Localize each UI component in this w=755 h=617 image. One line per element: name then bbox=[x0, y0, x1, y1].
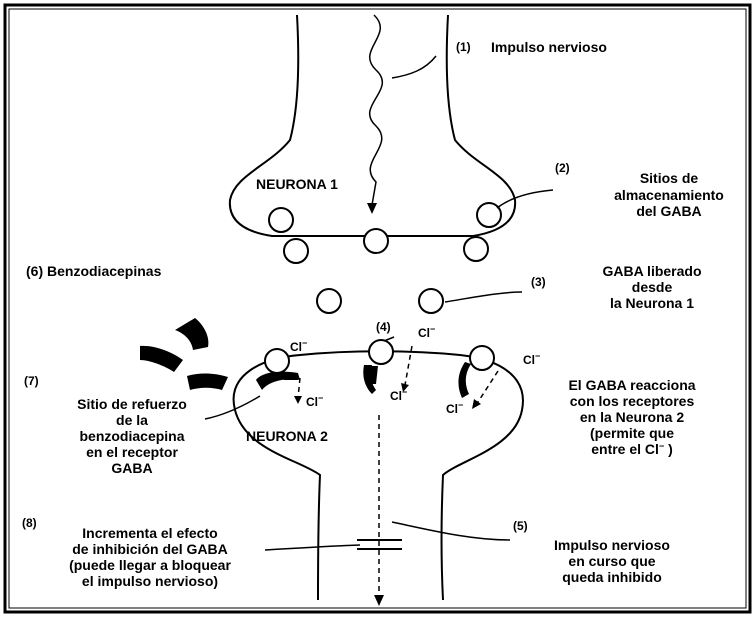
label-1-number: (1) bbox=[456, 40, 471, 54]
label-6: (6) Benzodiacepinas bbox=[26, 263, 162, 279]
label-3-line1: GABA liberado bbox=[602, 263, 701, 279]
leader-line-4 bbox=[384, 337, 394, 341]
leader-line-7 bbox=[205, 396, 260, 419]
benzodiazepine-icon bbox=[140, 346, 183, 372]
released-gaba bbox=[317, 289, 341, 313]
label-5-line3: queda inhibido bbox=[562, 569, 662, 585]
chloride-ion-label: Cl− bbox=[446, 400, 463, 416]
released-gaba bbox=[419, 289, 443, 313]
label-7-line4: en el receptor bbox=[86, 444, 178, 460]
label-2-line2: almacenamiento bbox=[614, 187, 724, 203]
receptor-center bbox=[363, 340, 393, 394]
neuron-2-label: NEURONA 2 bbox=[246, 428, 328, 444]
label-2-line3: del GABA bbox=[636, 203, 701, 219]
chloride-ion-label: Cl− bbox=[418, 324, 435, 340]
label-5-number: (5) bbox=[513, 519, 528, 533]
chloride-ion-label: Cl− bbox=[306, 393, 323, 409]
label-2-line1: Sitios de bbox=[640, 170, 699, 186]
neuron-1-label: NEURONA 1 bbox=[256, 176, 338, 192]
label-7-line5: GABA bbox=[111, 460, 152, 476]
gaba-vesicle bbox=[284, 239, 308, 263]
label-8-line2: de inhibición del GABA bbox=[72, 541, 228, 557]
leader-line-3 bbox=[445, 292, 522, 302]
label-gaba-reacts-line5: entre el Cl− ) bbox=[591, 441, 673, 457]
nerve-impulse-wave bbox=[370, 15, 383, 205]
chloride-ion-label: Cl− bbox=[390, 387, 407, 403]
leader-line-8 bbox=[265, 545, 360, 550]
label-5-line2: en curso que bbox=[568, 553, 655, 569]
gaba-vesicle bbox=[477, 203, 501, 227]
label-1-text: Impulso nervioso bbox=[491, 39, 607, 55]
chloride-flow bbox=[298, 378, 300, 398]
label-gaba-reacts-line1: El GABA reacciona bbox=[568, 377, 695, 393]
leader-line-5 bbox=[392, 522, 510, 540]
gaba-vesicle bbox=[464, 237, 488, 261]
label-8-line1: Incrementa el efecto bbox=[82, 525, 217, 541]
impulse-arrowhead bbox=[367, 203, 377, 214]
label-7-line3: benzodiacepina bbox=[79, 428, 184, 444]
leader-line-2 bbox=[497, 190, 553, 208]
leader-line-1 bbox=[392, 56, 436, 78]
label-4-number: (4) bbox=[376, 320, 391, 334]
gaba-vesicle bbox=[364, 229, 388, 253]
label-8-number: (8) bbox=[22, 516, 37, 530]
label-7-line2: de la bbox=[116, 412, 148, 428]
benzodiazepine-icon bbox=[175, 318, 208, 350]
chloride-flow bbox=[478, 371, 498, 402]
receptor-right bbox=[458, 346, 494, 398]
chloride-arrowhead bbox=[294, 396, 302, 404]
label-8-line4: el impulso nervioso) bbox=[82, 573, 218, 589]
label-3-line2: desde bbox=[632, 279, 673, 295]
chloride-ion-label: Cl− bbox=[290, 338, 307, 354]
benzodiazepine-icon bbox=[187, 373, 228, 390]
label-7-line1: Sitio de refuerzo bbox=[77, 396, 187, 412]
label-8-line3: (puede llegar a bloquear bbox=[69, 557, 231, 573]
label-5-line1: Impulso nervioso bbox=[554, 537, 670, 553]
label-2-number: (2) bbox=[555, 161, 570, 175]
benzodiazepine-molecules bbox=[140, 318, 228, 390]
label-3-line3: la Neurona 1 bbox=[610, 295, 694, 311]
label-gaba-reacts-line3: en la Neurona 2 bbox=[580, 409, 684, 425]
chloride-arrowhead bbox=[472, 399, 481, 409]
inhibited-impulse-arrowhead bbox=[374, 595, 384, 606]
chloride-ion-label: Cl− bbox=[523, 351, 540, 367]
label-7-number: (7) bbox=[24, 374, 39, 388]
gaba-vesicle bbox=[269, 208, 293, 232]
label-3-number: (3) bbox=[531, 275, 546, 289]
label-gaba-reacts-line2: con los receptores bbox=[570, 393, 695, 409]
label-gaba-reacts-line4: (permite que bbox=[590, 425, 674, 441]
